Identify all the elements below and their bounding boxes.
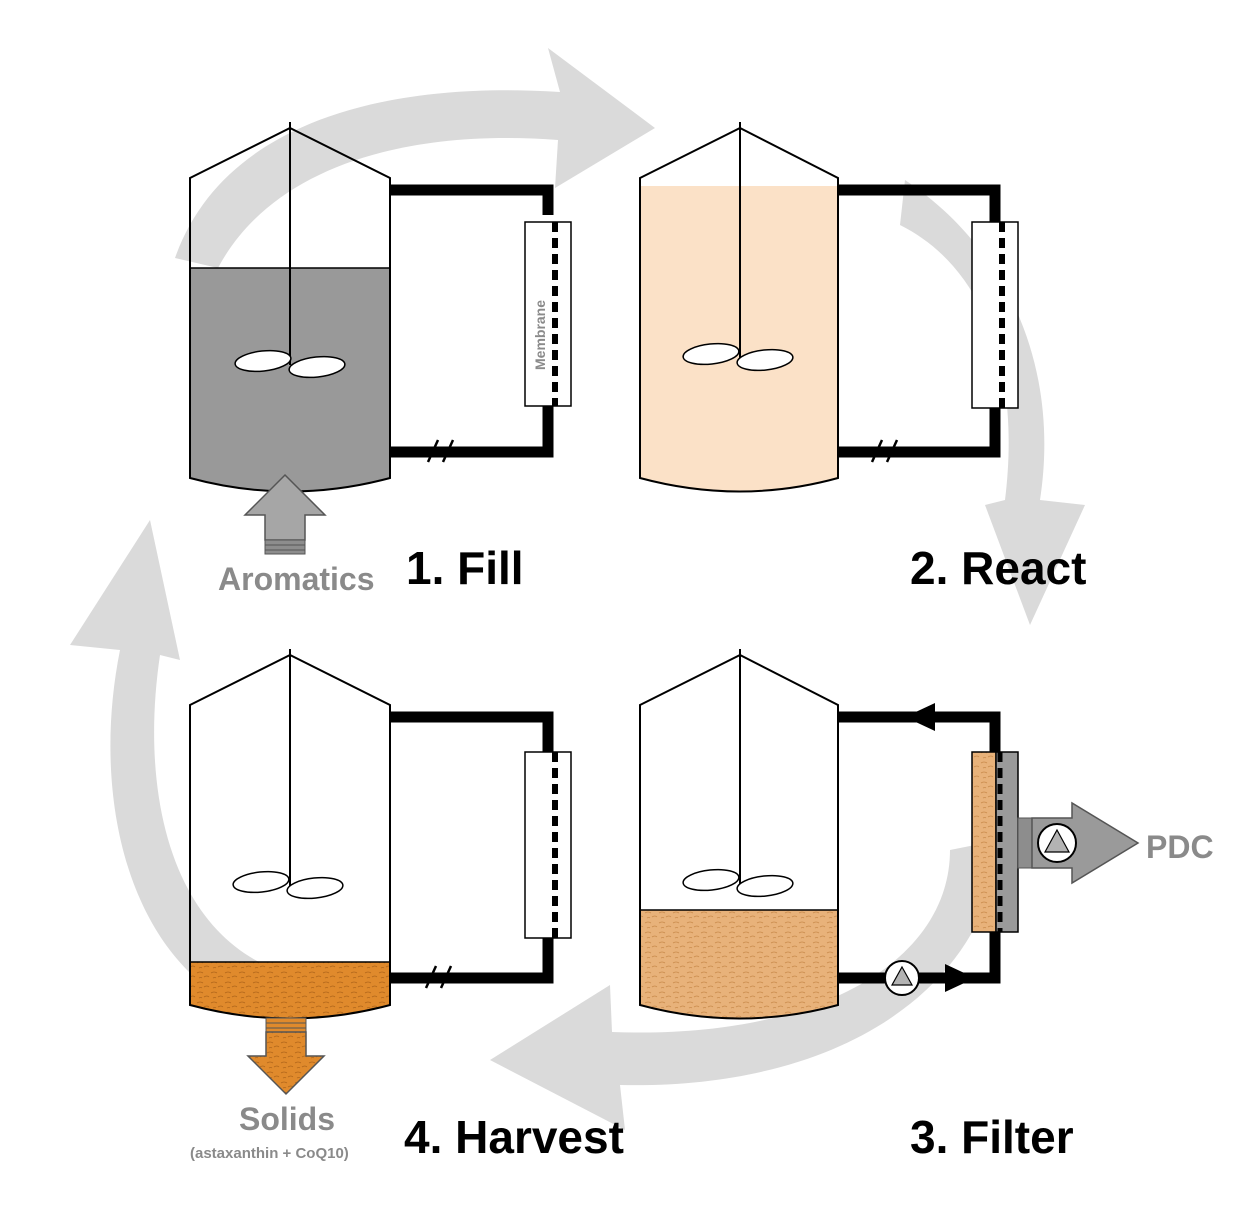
membrane-module (524, 221, 572, 407)
reactor-liquid (190, 268, 390, 492)
recirculation-pipe (390, 711, 554, 984)
membrane-module (971, 221, 1019, 409)
pipe-break-mark (441, 439, 455, 463)
solids-label: Solids (239, 1101, 335, 1137)
step-3-label: 3. Filter (910, 1111, 1074, 1163)
flow-arrow-icon (945, 964, 975, 992)
reactor-vessel (189, 126, 391, 493)
membrane-label: Membrane (532, 300, 548, 370)
cycle-arrow-bottom (490, 840, 1000, 1130)
reactor-filter (639, 649, 1019, 1020)
cycle-arrow-right (900, 180, 1085, 625)
inlet-stripes (264, 539, 306, 555)
pdc-label: PDC (1146, 829, 1214, 865)
pipe-break-mark (885, 439, 899, 463)
recirculation-pipe (390, 184, 554, 458)
down-arrow-icon (246, 1031, 326, 1096)
reactor-solids (640, 910, 838, 1019)
step-4-label: 4. Harvest (404, 1111, 624, 1163)
cycle-arrows (70, 48, 1085, 1130)
pipe-break-mark (439, 965, 453, 989)
membrane-module (524, 751, 572, 939)
reactor-fill: Membrane (189, 122, 572, 493)
impeller-blade (682, 868, 740, 892)
cycle-arrow-left (70, 520, 265, 1010)
membrane-module-active (971, 751, 997, 933)
impeller-blade (736, 348, 794, 372)
pump-triangle (890, 965, 914, 986)
pipe-break-mark (870, 439, 884, 463)
reactor-react (639, 122, 1019, 493)
cycle-arrow-top (175, 48, 655, 268)
reactor-vessel (639, 653, 839, 1020)
aromatics-input-arrow (243, 473, 327, 555)
step-1-label: 1. Fill (406, 542, 524, 594)
solids-output-arrow (246, 1017, 326, 1096)
pipe-break-mark (424, 965, 438, 989)
reactor-harvest (189, 649, 572, 1020)
step-2-label: 2. React (910, 542, 1086, 594)
impeller-blade (286, 876, 344, 900)
impeller-blade (288, 355, 346, 379)
impeller-blade (682, 342, 740, 366)
right-arrow-icon (1031, 801, 1140, 885)
aromatics-label: Aromatics (218, 561, 375, 597)
reactor-solids (190, 962, 390, 1019)
solids-detail-label: (astaxanthin + CoQ10) (190, 1145, 349, 1162)
pdc-output-arrow (1017, 801, 1140, 885)
impeller-blade (232, 870, 290, 894)
impeller-blade (736, 874, 794, 898)
flow-arrow-icon (905, 703, 935, 731)
outlet-stripes (1017, 817, 1033, 869)
pump-triangle (1043, 828, 1071, 853)
pipe-break-mark (426, 439, 440, 463)
outlet-stripes (265, 1017, 307, 1033)
reactor-vessel (639, 126, 839, 493)
impeller-blade (234, 349, 292, 373)
